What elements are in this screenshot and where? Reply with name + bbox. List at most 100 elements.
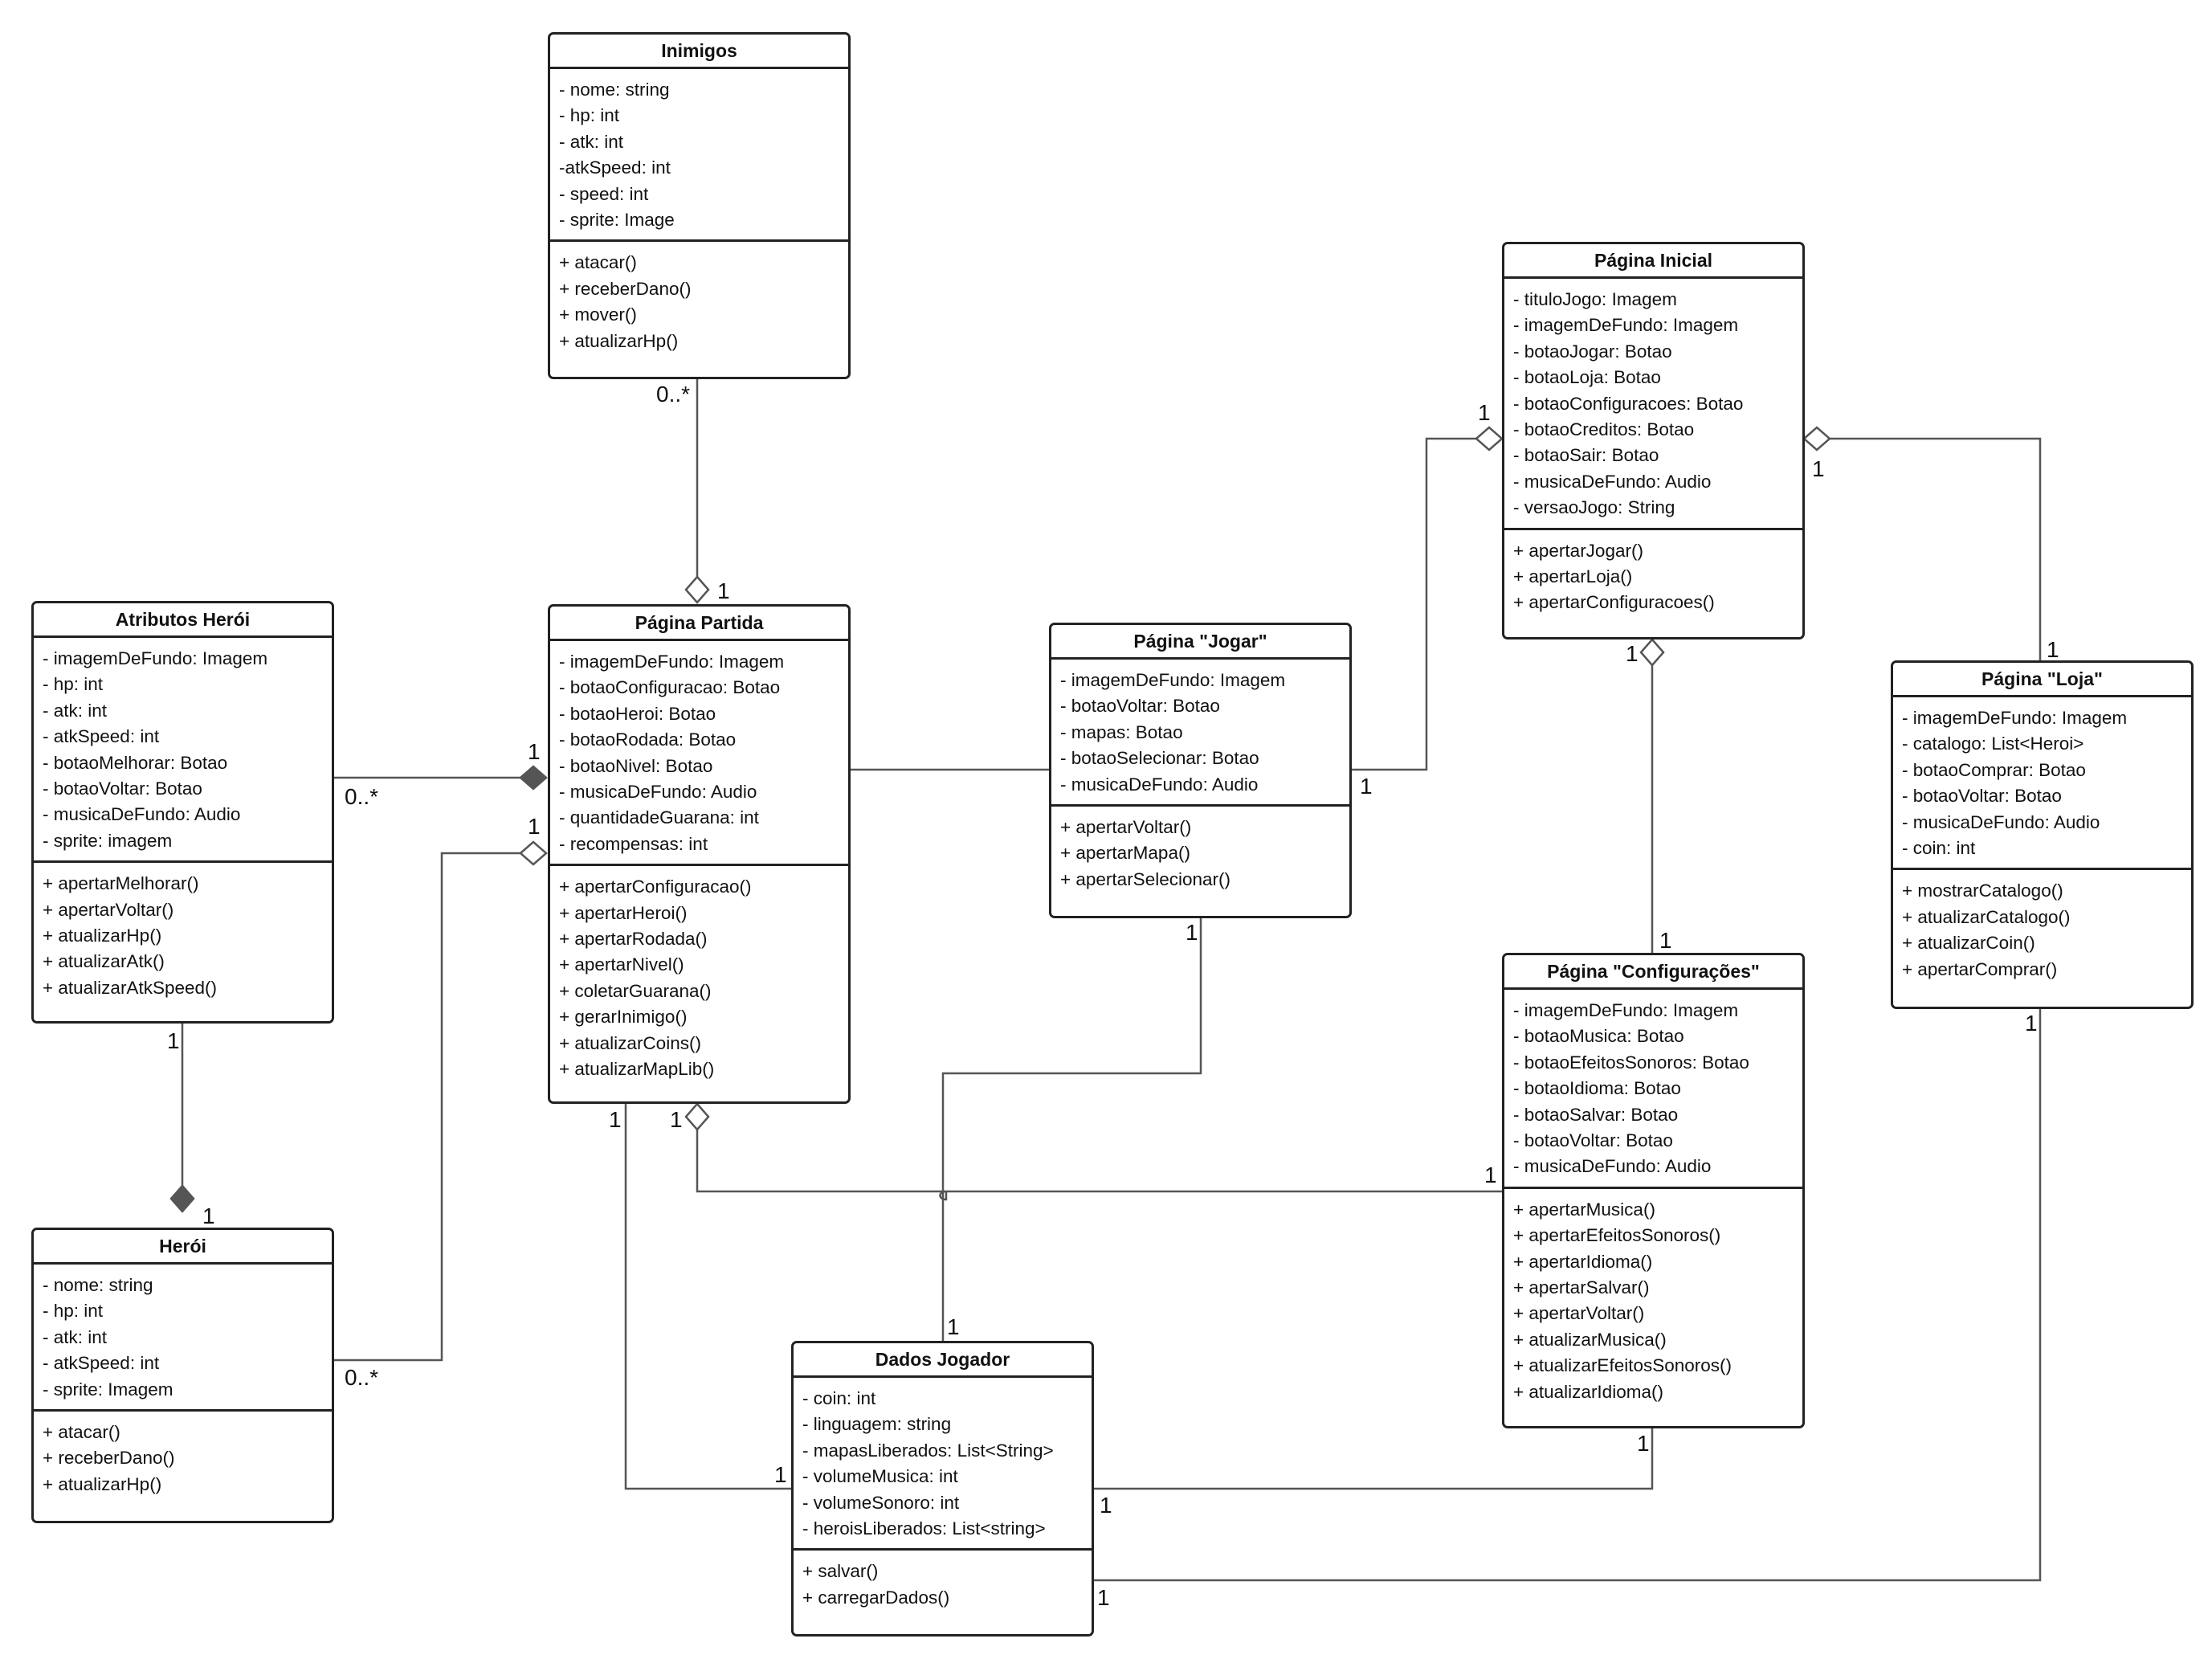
method-row: + atacar() [559,252,637,273]
methods-section: + salvar()+ carregarDados() [794,1548,1092,1617]
mult-partida-inimigos: 1 [717,578,730,603]
attribute-row: - coin: int [802,1388,876,1408]
attribute-row: - botaoMelhorar: Botao [43,752,228,773]
method-row: + apertarMapa() [1060,843,1190,864]
method-row: + apertarSelecionar() [1060,868,1230,889]
mult-heroi-atributos: 1 [202,1203,215,1228]
class-pagina-configuracoes[interactable]: Página "Configurações"- imagemDeFundo: I… [1502,953,1805,1428]
method-row: + atualizarHp() [43,926,162,946]
attribute-row: - sprite: imagem [43,830,173,851]
class-title: Herói [34,1230,332,1265]
mult-jogar-inicial: 1 [1360,774,1373,799]
attribute-row: - botaoVoltar: Botao [43,778,202,799]
method-row: + gerarInimigo() [559,1007,688,1028]
mult-config-partida: 1 [1484,1163,1497,1187]
attributes-section: - nome: string- hp: int- atk: int-atkSpe… [550,69,848,239]
class-pagina-inicial[interactable]: Página Inicial- tituloJogo: Imagem- imag… [1502,242,1805,639]
attribute-row: - musicaDeFundo: Audio [1513,1156,1712,1177]
attribute-row: - imagemDeFundo: Imagem [1513,1000,1739,1020]
method-row: + receberDano() [559,278,692,299]
assoc-config-partida [684,1102,1503,1201]
mult-dados-loja: 1 [1097,1585,1110,1610]
mult-partida-dados: 1 [609,1107,622,1132]
mult-dados-partida: 1 [774,1462,787,1487]
attribute-row: - volumeMusica: int [802,1466,958,1487]
class-pagina-loja[interactable]: Página "Loja"- imagemDeFundo: Imagem- ca… [1891,660,2194,1009]
class-title: Página Partida [550,607,848,641]
class-title: Dados Jogador [794,1343,1092,1378]
class-pagina-partida[interactable]: Página Partida- imagemDeFundo: Imagem- b… [548,604,851,1104]
assoc-inimigos-partida [684,379,710,604]
method-row: + atualizarMapLib() [559,1059,715,1080]
assoc-loja-dados [1094,1009,2042,1582]
class-pagina-jogar[interactable]: Página "Jogar"- imagemDeFundo: Imagem- b… [1049,623,1352,918]
method-row: + apertarEfeitosSonoros() [1513,1225,1721,1246]
attribute-row: - botaoLoja: Botao [1513,367,1661,388]
attribute-row: - botaoMusica: Botao [1513,1026,1684,1047]
mult-partida-atributos: 1 [528,739,541,764]
attributes-section: - imagemDeFundo: Imagem- botaoVoltar: Bo… [1051,660,1349,804]
attribute-row: - atk: int [43,700,108,721]
method-row: + atualizarHp() [559,330,679,351]
attributes-section: - imagemDeFundo: Imagem- hp: int- atk: i… [34,638,332,860]
attribute-row: - mapas: Botao [1060,721,1183,742]
attributes-section: - tituloJogo: Imagem- imagemDeFundo: Ima… [1504,279,1802,528]
attribute-row: - musicaDeFundo: Audio [559,782,757,803]
mult-jogar-dados: 1 [1186,920,1198,945]
attribute-row: - botaoRodada: Botao [559,729,737,750]
method-row: + atualizarIdioma() [1513,1381,1663,1402]
method-row: + apertarConfiguracao() [559,876,752,897]
attribute-row: - botaoCreditos: Botao [1513,419,1695,440]
attribute-row: - botaoNivel: Botao [559,755,713,776]
method-row: + carregarDados() [802,1587,950,1608]
method-row: + atualizarHp() [43,1473,162,1494]
method-row: + apertarVoltar() [1060,817,1192,838]
mult-partida-heroi: 1 [528,814,541,839]
assoc-heroi-partida [334,840,548,1362]
method-row: + apertarConfiguracoes() [1513,592,1715,613]
assoc-inicial-loja [1802,426,2042,660]
attribute-row: - botaoEfeitosSonoros: Botao [1513,1052,1749,1073]
attribute-row: - musicaDeFundo: Audio [1513,471,1712,492]
method-row: + apertarNivel() [559,954,684,975]
attribute-row: - tituloJogo: Imagem [1513,289,1677,309]
attribute-row: - linguagem: string [802,1414,952,1435]
method-row: + atualizarCoin() [1902,933,2035,954]
assoc-jogar-inicial [1351,426,1504,771]
attribute-row: - botaoComprar: Botao [1902,759,2086,780]
attribute-row: - hp: int [43,674,104,695]
class-heroi[interactable]: Herói- nome: string- hp: int- atk: int- … [31,1228,334,1523]
attribute-row: - musicaDeFundo: Audio [1060,774,1259,795]
class-inimigos[interactable]: Inimigos- nome: string- hp: int- atk: in… [548,32,851,379]
method-row: + apertarComprar() [1902,958,2058,979]
mult-dados-config: 1 [1100,1493,1112,1518]
method-row: + apertarJogar() [1513,540,1643,561]
mult-inicial-loja: 1 [1812,456,1825,481]
mult-inicial-config: 1 [1626,641,1639,666]
mult-inimigos-many: 0..* [656,382,690,407]
attribute-row: - botaoConfiguracao: Botao [559,677,781,698]
attributes-section: - imagemDeFundo: Imagem - botaoMusica: Bo… [1504,990,1802,1187]
attribute-row: - botaoVoltar: Botao [1060,696,1220,717]
method-row: + atualizarEfeitosSonoros() [1513,1355,1732,1376]
assoc-atributos-partida [334,765,548,791]
attributes-section: - imagemDeFundo: Imagem - catalogo: List<… [1893,697,2191,868]
methods-section: + apertarJogar()+ apertarLoja()+ apertar… [1504,527,1802,623]
method-row: + apertarMusica() [1513,1199,1655,1220]
assoc-partida-dados [624,1104,792,1490]
class-atributos-heroi[interactable]: Atributos Herói- imagemDeFundo: Imagem- … [31,601,334,1024]
method-row: + atualizarAtk() [43,951,165,972]
attribute-row: - botaoSair: Botao [1513,445,1659,466]
attribute-row: - catalogo: List<Heroi> [1902,733,2084,754]
attribute-row: - botaoSalvar: Botao [1513,1104,1679,1125]
attribute-row: - imagemDeFundo: Imagem [1902,708,2128,728]
attribute-row: - quantidadeGuarana: int [559,807,759,828]
method-row: + apertarVoltar() [43,899,174,920]
method-row: + mostrarCatalogo() [1902,881,2063,901]
class-dados-jogador[interactable]: Dados Jogador - coin: int - linguagem: str… [791,1341,1094,1637]
attribute-row: - atkSpeed: int [43,1353,160,1374]
attribute-row: - musicaDeFundo: Audio [1902,811,2100,832]
attribute-row: - mapasLiberados: List<String> [802,1440,1054,1461]
attribute-row: - heroisLiberados: List<string> [802,1518,1046,1539]
